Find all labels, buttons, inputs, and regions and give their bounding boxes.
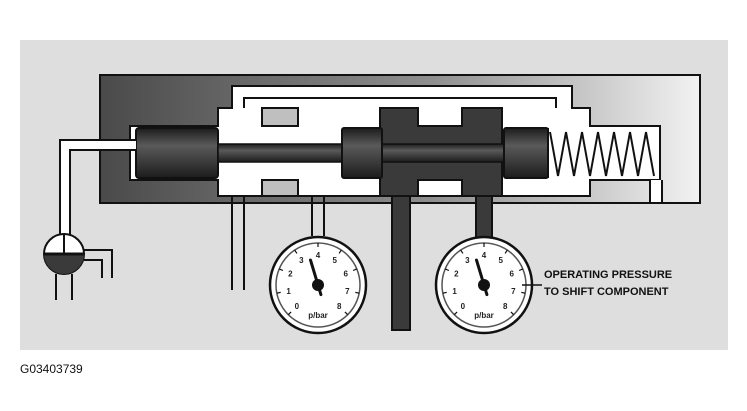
pressure-gauge-left: 01 23 4 56 78 p/bar <box>268 235 368 335</box>
callout-line-2: TO SHIFT COMPONENT <box>544 286 669 298</box>
spool-land-right <box>503 127 549 179</box>
gauge-tick <box>521 291 526 294</box>
gauge-scale-label: 1 <box>286 287 291 296</box>
gauge-scale-label: 8 <box>503 302 508 311</box>
gauge-left-unit: p/bar <box>308 311 328 320</box>
gauge-hub <box>312 279 324 291</box>
gauge-line-left <box>311 196 325 236</box>
gauge-tick <box>355 291 360 294</box>
pump-outlet <box>84 249 113 278</box>
exhaust-line <box>231 196 245 290</box>
gauge-scale-label: 0 <box>295 302 300 311</box>
gauge-tick <box>504 249 508 254</box>
gauge-tick <box>287 311 292 316</box>
pump-symbol-fill <box>44 254 84 274</box>
gauge-scale-label: 8 <box>337 302 342 311</box>
pressure-gauge-right: 01 23 4 56 78 p/bar <box>434 235 534 335</box>
callout-line-1: OPERATING PRESSURE <box>544 269 672 281</box>
gauge-tick <box>352 268 358 272</box>
gauge-scale-label: 7 <box>345 287 350 296</box>
gauge-tick <box>518 268 524 272</box>
center-drain-line <box>391 195 411 331</box>
gauge-scale-label: 5 <box>498 256 503 265</box>
return-spring <box>549 131 655 177</box>
gauge-scale-label: 5 <box>332 256 337 265</box>
feedback-channel <box>243 97 557 108</box>
gauge-tick <box>510 311 515 316</box>
gauge-scale-label: 3 <box>465 256 470 265</box>
gauge-scale-label: 6 <box>343 270 348 279</box>
gauge-hub <box>478 279 490 291</box>
gauge-scale-label: 6 <box>509 270 514 279</box>
gauge-tick <box>338 249 342 254</box>
gauge-tick <box>460 249 464 254</box>
gauge-tick <box>442 291 447 294</box>
figure-id: G03403739 <box>20 362 83 376</box>
gauge-tick <box>344 311 349 316</box>
gauge-tick <box>276 291 281 294</box>
gauge-scale-label: 1 <box>452 287 457 296</box>
gauge-line-right <box>475 195 493 241</box>
gauge-scale-label: 4 <box>316 251 321 260</box>
gauge-tick <box>453 311 458 316</box>
gauge-right-unit: p/bar <box>474 311 494 320</box>
gauge-scale-label: 3 <box>299 256 304 265</box>
port-groove-bottom <box>261 179 299 197</box>
pump-inlet <box>55 274 73 300</box>
supply-line <box>59 139 136 242</box>
port-groove-top <box>261 107 299 127</box>
gauge-scale-label: 4 <box>482 251 487 260</box>
gauge-scale-label: 2 <box>288 270 293 279</box>
gauge-scale-label: 7 <box>511 287 516 296</box>
spool-land-left <box>135 127 219 179</box>
supply-line-fill-v <box>61 141 69 241</box>
spool-land-middle <box>341 127 383 179</box>
drain-line-right <box>649 180 663 204</box>
gauge-tick <box>294 249 298 254</box>
gauge-tick <box>444 268 450 272</box>
gauge-tick <box>278 268 284 272</box>
gauge-scale-label: 0 <box>461 302 466 311</box>
supply-line-fill <box>61 141 136 149</box>
gauge-scale-label: 2 <box>454 270 459 279</box>
